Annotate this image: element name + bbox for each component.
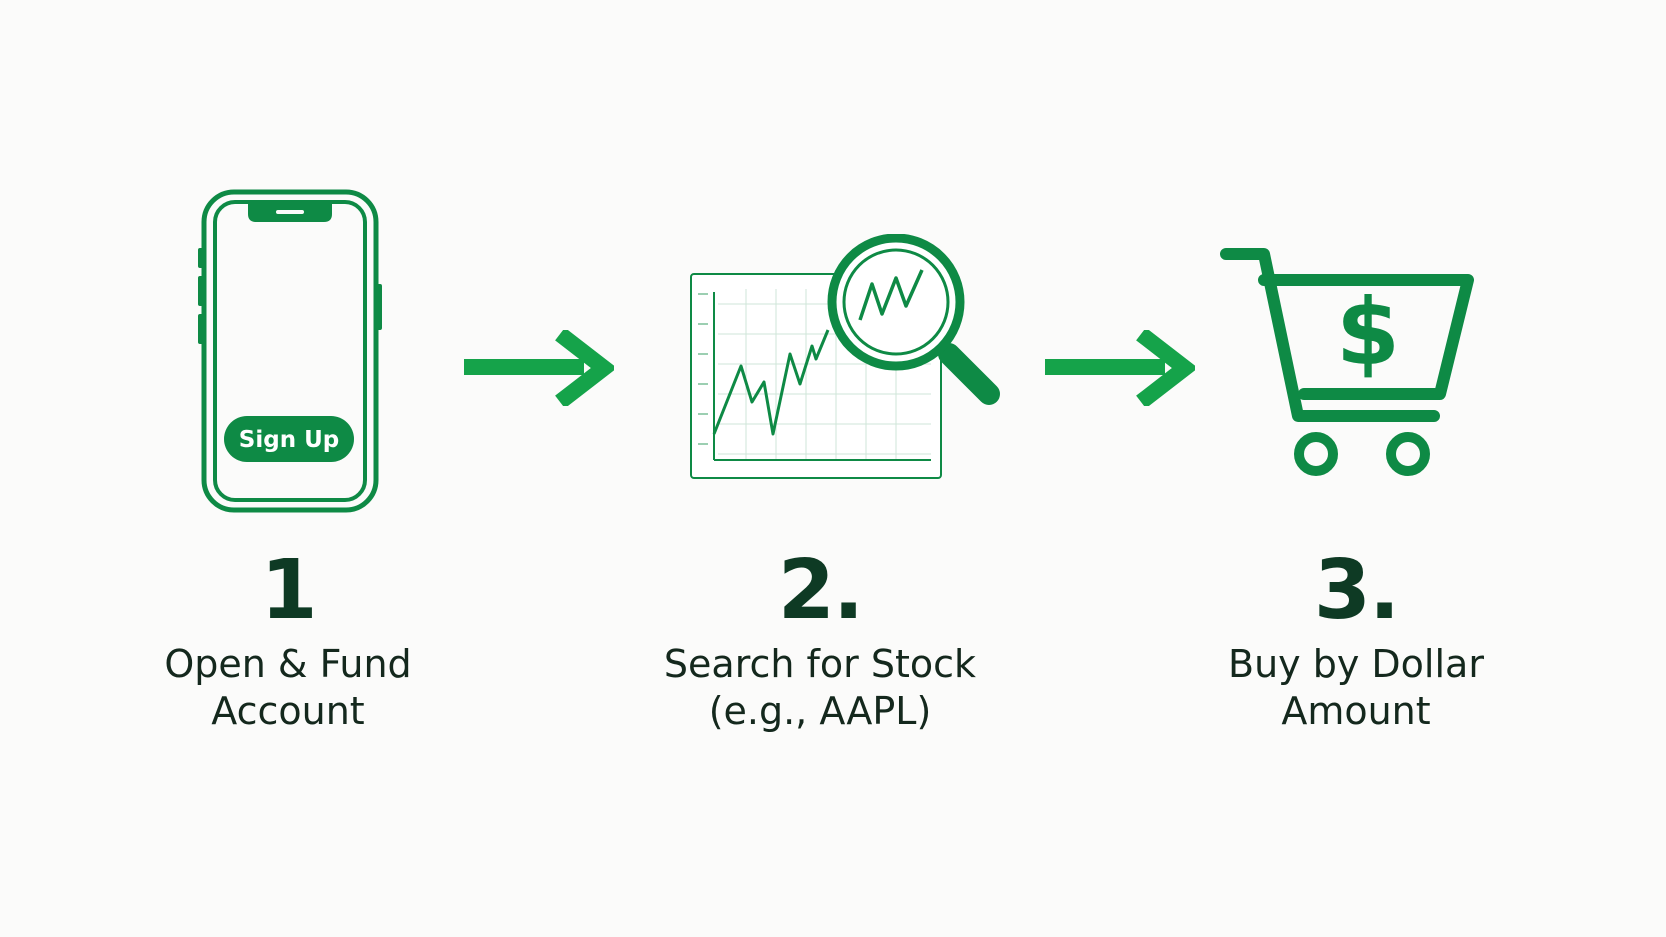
step-2-label-line2: (e.g., AAPL) bbox=[708, 689, 932, 733]
step-3-label-line1: Buy by Dollar bbox=[1228, 642, 1484, 686]
step-3-label-line2: Amount bbox=[1281, 689, 1431, 733]
step-3-label: Buy by Dollar Amount bbox=[1156, 641, 1556, 735]
stock-chart-magnifier-icon bbox=[690, 234, 1000, 479]
step-1-label-line1: Open & Fund bbox=[164, 642, 412, 686]
shopping-cart-dollar-icon: $ bbox=[1220, 248, 1474, 476]
step-1-label-line2: Account bbox=[211, 689, 365, 733]
step-3-number: 3. bbox=[1313, 543, 1400, 638]
step-2-number: 2. bbox=[777, 543, 864, 638]
magnifier-icon bbox=[827, 234, 1000, 405]
sign-up-button: Sign Up bbox=[224, 416, 354, 462]
smartphone-icon: Sign Up bbox=[198, 189, 382, 513]
dollar-sign-icon: $ bbox=[1336, 279, 1400, 386]
step-1-label: Open & Fund Account bbox=[88, 641, 488, 735]
step-1-number: 1 bbox=[260, 543, 317, 638]
sign-up-button-label: Sign Up bbox=[239, 427, 339, 453]
step-2-label-line1: Search for Stock bbox=[663, 642, 977, 686]
arrow-right-icon bbox=[1045, 330, 1195, 406]
step-2-label: Search for Stock (e.g., AAPL) bbox=[620, 641, 1020, 735]
arrow-right-icon bbox=[464, 330, 614, 406]
